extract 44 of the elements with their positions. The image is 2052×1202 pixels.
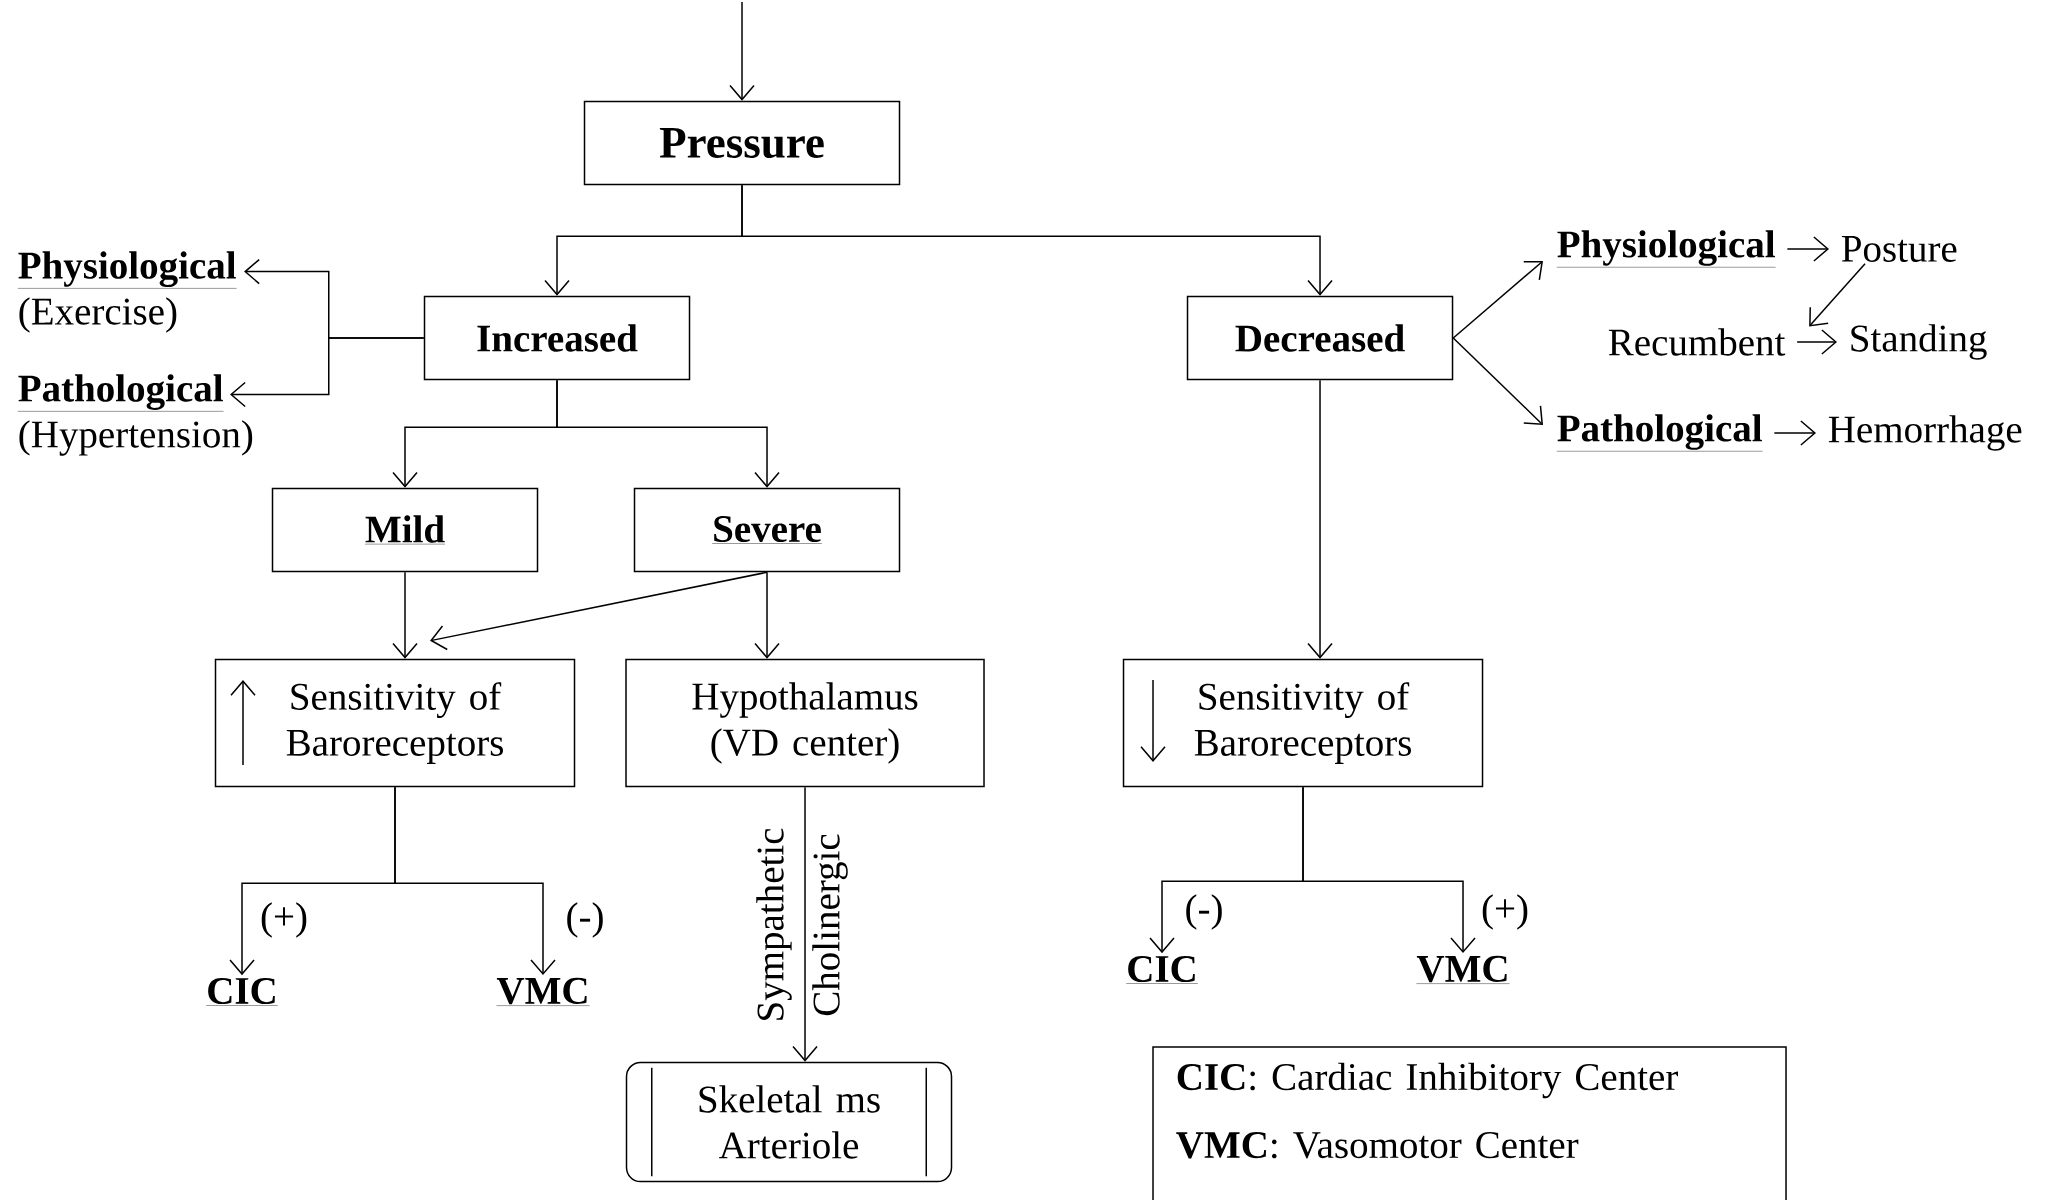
process-box: Sensitivity of Baroreceptors [214, 658, 576, 788]
process-box: Pressure [583, 100, 901, 186]
arrow [430, 571, 768, 651]
arrow [1452, 337, 1543, 425]
edge-label: (-) [1182, 892, 1226, 932]
process-box: Sensitivity of Baroreceptors [1122, 658, 1484, 788]
center-abbreviation: VMC [1416, 955, 1510, 984]
edge-label: (-) [563, 900, 607, 940]
arrow [729, 1, 755, 101]
process-box: Severe [633, 487, 901, 573]
process-box: Hypothalamus (VD center) [625, 658, 985, 788]
abbreviation-key: CIC: Cardiac Inhibitory Center VMC: Vasomotor Center [1152, 1046, 1787, 1201]
arrow [230, 337, 425, 408]
category-text: Physiological (Exercise) [17, 251, 237, 333]
category-text: Physiological [1556, 230, 1776, 268]
arrow [556, 379, 780, 488]
arrow [392, 571, 418, 659]
example-text: Posture [1841, 236, 1957, 262]
arrow [1452, 261, 1544, 339]
arrow [1773, 420, 1817, 446]
category-text: Pathological (Hypertension) [17, 374, 253, 456]
arrow [1809, 262, 1866, 327]
arrow [1307, 379, 1333, 659]
arrow [394, 786, 556, 976]
example-text: Hemorrhage [1828, 415, 2022, 451]
arrow [792, 786, 818, 1062]
process-box: Mild [271, 487, 539, 573]
category-text: Pathological [1556, 414, 1763, 452]
center-abbreviation: VMC [496, 977, 590, 1006]
arrow [741, 184, 1333, 296]
arrow [1786, 236, 1830, 262]
edge-label: Sympathetic Cholinergic [756, 828, 848, 1020]
scroll-box: Skeletal ms Arteriole [625, 1061, 953, 1183]
arrow [1302, 786, 1476, 954]
arrow [754, 571, 780, 659]
edge-label: (+) [258, 900, 310, 940]
center-abbreviation: CIC [206, 977, 278, 1006]
process-box: Decreased [1186, 295, 1454, 381]
process-box: Increased [423, 295, 691, 381]
example-text: Standing [1851, 324, 1987, 360]
arrow [1796, 329, 1838, 355]
edge-label: (+) [1479, 892, 1531, 932]
example-text: Recumbent [1608, 328, 1786, 356]
center-abbreviation: CIC [1126, 955, 1198, 984]
